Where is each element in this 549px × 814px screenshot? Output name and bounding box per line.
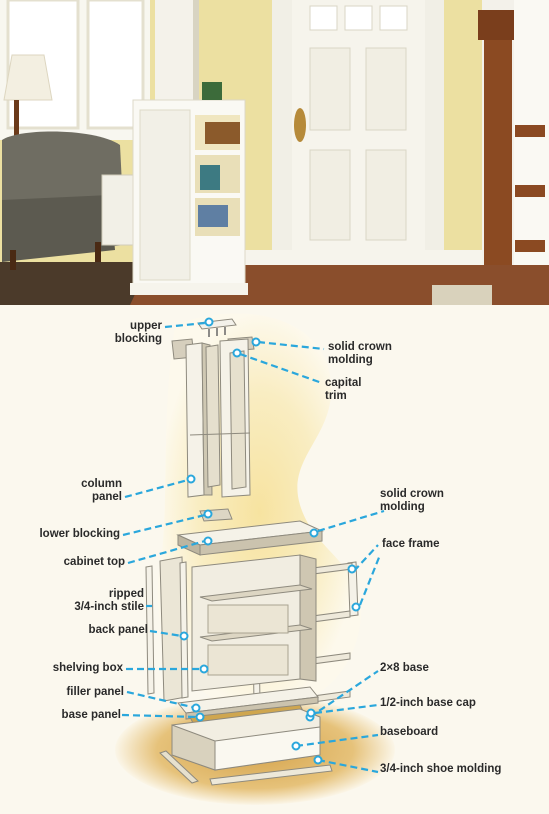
label-half-inch-base-cap: 1/2-inch base cap [380, 697, 476, 709]
base-part [159, 686, 333, 786]
label-back-panel: back panel [88, 624, 148, 636]
label-lower-blocking: lower blocking [39, 528, 120, 540]
label-filler-panel: filler panel [66, 686, 124, 698]
cabinet-top-part [176, 520, 324, 556]
room-photo [0, 0, 549, 305]
label-solid-crown-molding-top: solid crown molding [328, 341, 392, 366]
exploded-diagram [0, 305, 549, 814]
shelving-box-part [191, 554, 317, 692]
leader-dots [179, 317, 361, 765]
label-ripped-stile: ripped 3/4-inch stile [74, 588, 144, 613]
label-base-panel: base panel [61, 709, 121, 721]
label-face-frame: face frame [382, 538, 440, 550]
label-shoe-molding: 3/4-inch shoe molding [380, 763, 502, 775]
label-baseboard: baseboard [380, 726, 439, 738]
leader-lines [121, 321, 385, 774]
back-panel-part [145, 556, 189, 702]
label-shelving-box: shelving box [52, 662, 123, 674]
label-upper-blocking: upper blocking [114, 320, 162, 345]
column-panel-part [185, 338, 251, 498]
label-solid-crown-molding-mid: solid crown molding [380, 488, 444, 513]
label-two-by-eight-base: 2×8 base [380, 662, 429, 674]
label-capital-trim: capital trim [325, 377, 362, 402]
label-cabinet-top: cabinet top [63, 556, 125, 568]
label-column-panel: column panel [81, 478, 122, 503]
